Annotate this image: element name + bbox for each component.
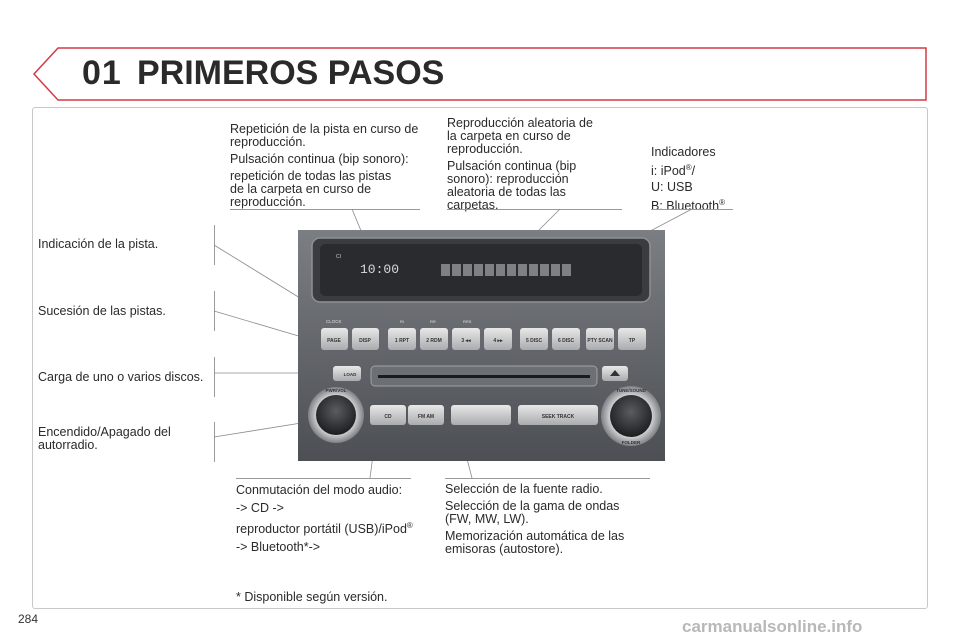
page-number: 284	[18, 612, 39, 626]
preset-4-button[interactable]: 4 ▸▸	[484, 328, 512, 350]
audio-mode-line3-sup: ®	[406, 521, 413, 530]
tp-button[interactable]: TP	[618, 328, 646, 350]
header-frame	[32, 47, 927, 101]
display-time: 10:00	[360, 262, 399, 277]
page-button[interactable]: PAGE	[321, 328, 348, 350]
label-random-line2: Pulsación continua (bip sonoro): reprodu…	[447, 159, 577, 212]
svg-text:TP: TP	[629, 338, 636, 344]
label-track-sequence: Sucesión de las pistas.	[38, 304, 166, 318]
svg-text:3 ◂◂: 3 ◂◂	[461, 338, 471, 344]
watermark: carmanualsonline.info	[682, 617, 863, 636]
chapter-title: PRIMEROS PASOS	[137, 54, 445, 92]
label-radio-source: Selección de la fuente radio. Selección …	[445, 483, 640, 560]
radio-panel-svg: CI 10:00 CLOCK RI RR RRS PAGE DISP 1 RPT…	[298, 230, 665, 461]
pty-scan-button[interactable]: PTY SCAN	[586, 328, 614, 350]
rule-audio-mode	[236, 478, 411, 479]
indicators-ipod-sup: ®	[685, 163, 692, 172]
label-repeat-line3: repetición de todas las pistas de la car…	[230, 169, 392, 209]
rule-indicators	[651, 209, 733, 210]
indicators-usb: U: USB	[651, 180, 693, 195]
svg-text:CD: CD	[384, 414, 392, 420]
vrule-power	[214, 422, 215, 462]
pwr-vol-label: PWR/VOL	[326, 388, 347, 393]
radio-source-line2: Selección de la gama de ondas (FW, MW, L…	[445, 499, 620, 526]
rule-repeat	[230, 209, 420, 210]
display-segments	[441, 264, 571, 276]
tune-sound-knob[interactable]	[601, 386, 661, 446]
svg-text:2 RDM: 2 RDM	[426, 338, 442, 344]
svg-text:4 ▸▸: 4 ▸▸	[493, 338, 503, 344]
folder-label: FOLDER	[622, 440, 641, 445]
cd-button[interactable]: CD	[370, 405, 406, 425]
svg-text:PAGE: PAGE	[327, 338, 341, 344]
preset-6-disc-button[interactable]: 6 DISC	[552, 328, 580, 350]
seek-track-button[interactable]: SEEK TRACK	[518, 405, 598, 425]
blank-button[interactable]	[451, 405, 511, 425]
indicators-ipod: i: iPod®/	[651, 160, 761, 179]
indicators-ipod-tail: /	[691, 164, 696, 179]
label-random-line1: Reproducción aleatoria de la carpeta en …	[447, 116, 593, 156]
audio-mode-line2: -> CD ->	[236, 501, 284, 515]
preset-5-disc-button[interactable]: 5 DISC	[520, 328, 548, 350]
preset-2-rdm-button[interactable]: 2 RDM	[420, 328, 448, 350]
label-track-indication: Indicación de la pista.	[38, 237, 159, 251]
preset-3-button[interactable]: 3 ◂◂	[452, 328, 480, 350]
svg-text:DISP: DISP	[359, 338, 371, 344]
indicators-title: Indicadores	[651, 145, 716, 159]
radio-illustration: CI 10:00 CLOCK RI RR RRS PAGE DISP 1 RPT…	[298, 230, 665, 461]
svg-text:1 RPT: 1 RPT	[395, 338, 409, 344]
svg-text:FM AM: FM AM	[418, 414, 434, 420]
label-audio-mode: Conmutación del modo audio: -> CD -> rep…	[236, 483, 426, 558]
label-repeat: Repetición de la pista en curso de repro…	[230, 123, 420, 213]
audio-mode-line4: -> Bluetooth*->	[236, 540, 321, 555]
indicators-bt-sup: ®	[719, 198, 726, 208]
tune-sound-label: TUNE/SOUND	[616, 388, 647, 393]
content-frame	[32, 107, 928, 609]
label-rr: RR	[430, 319, 436, 324]
radio-source-line3: Memorización automática de las emisoras …	[445, 529, 625, 556]
chapter-number: 01	[82, 54, 122, 92]
label-ri: RI	[400, 319, 404, 324]
label-clock: CLOCK	[326, 319, 342, 324]
audio-mode-line3-text: reproductor portátil (USB)/iPod	[236, 522, 407, 537]
indicators-ipod-text: i: iPod	[651, 164, 686, 179]
fm-am-button[interactable]: FM AM	[408, 405, 444, 425]
footnote: * Disponible según versión.	[236, 590, 388, 604]
disp-button[interactable]: DISP	[352, 328, 379, 350]
label-random: Reproducción aleatoria de la carpeta en …	[447, 117, 597, 216]
rule-radio-source	[445, 478, 650, 479]
cd-slot[interactable]	[378, 375, 590, 378]
preset-1-rpt-button[interactable]: 1 RPT	[388, 328, 416, 350]
rule-random	[447, 209, 622, 210]
svg-text:PTY SCAN: PTY SCAN	[587, 338, 613, 344]
label-repeat-line1: Repetición de la pista en curso de repro…	[230, 122, 419, 149]
vrule-disc-load	[214, 357, 215, 397]
svg-text:LOAD: LOAD	[344, 372, 357, 377]
pwr-vol-knob[interactable]	[308, 387, 364, 443]
display-ch: CI	[336, 254, 341, 260]
label-disc-load: Carga de uno o varios discos.	[38, 370, 204, 384]
label-power: Encendido/Apagado del autorradio.	[38, 425, 171, 452]
load-button[interactable]: LOAD	[333, 366, 361, 381]
label-rrs: RRS	[463, 319, 472, 324]
radio-source-line1: Selección de la fuente radio.	[445, 482, 603, 496]
audio-mode-line1: Conmutación del modo audio:	[236, 483, 403, 497]
svg-text:6 DISC: 6 DISC	[558, 338, 575, 344]
eject-button[interactable]	[602, 366, 628, 381]
svg-text:SEEK TRACK: SEEK TRACK	[542, 414, 575, 420]
label-repeat-line2: Pulsación continua (bip sonoro):	[230, 152, 409, 166]
svg-text:5 DISC: 5 DISC	[526, 338, 543, 344]
audio-mode-line3: reproductor portátil (USB)/iPod®	[236, 519, 426, 536]
